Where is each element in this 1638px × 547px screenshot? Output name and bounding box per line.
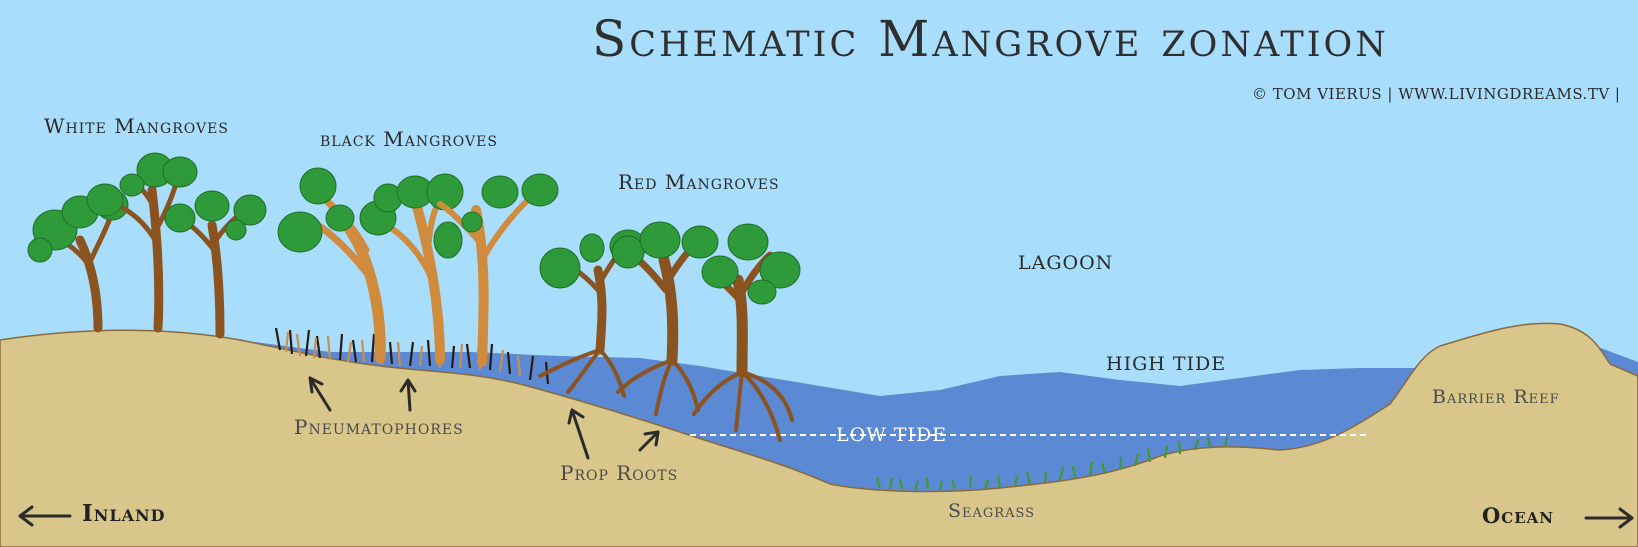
- red-mangrove-canopy: [611, 235, 645, 269]
- black-mangrove-branch: [479, 195, 533, 263]
- black-mangrove-canopy: [325, 204, 355, 232]
- white-mangrove-trunk: [207, 220, 225, 339]
- red-mangrove-canopy: [747, 279, 777, 305]
- label-low-tide: LOW TIDE: [836, 424, 948, 446]
- prop-root: [734, 370, 744, 432]
- black-mangrove-canopy: [461, 211, 483, 233]
- red-mangrove-canopy: [639, 221, 681, 259]
- label-red-mangroves: Red Mangroves: [618, 170, 780, 194]
- white-mangrove-canopy: [233, 194, 267, 226]
- label-seagrass: Seagrass: [948, 500, 1036, 522]
- white-mangrove-canopy: [194, 190, 230, 222]
- label-white-mangroves: White Mangroves: [44, 114, 229, 138]
- seagrass-bed: [875, 436, 1229, 491]
- label-prop-roots: Prop Roots: [560, 461, 679, 485]
- prop-root: [740, 370, 782, 442]
- label-lagoon: LAGOON: [1018, 252, 1114, 274]
- red-mangrove-canopy: [701, 255, 739, 289]
- white-mangrove-canopy: [27, 237, 53, 263]
- black-mangrove-canopy: [481, 175, 519, 209]
- prop-root: [616, 358, 674, 394]
- pneumatophores-arrow-left: [308, 376, 332, 412]
- credit-line: © TOM VIERUS | WWW.LIVINGDREAMS.TV |: [1252, 85, 1621, 103]
- label-pneumatophores: Pneumatophores: [294, 415, 464, 439]
- red-mangrove-canopy: [681, 225, 719, 259]
- black-mangrove-trunk: [344, 224, 386, 364]
- ground: [0, 322, 1638, 547]
- prop-root: [692, 370, 744, 416]
- white-mangrove-canopy: [225, 219, 247, 241]
- prop-root: [538, 348, 602, 378]
- prop-roots-arrow-left: [567, 408, 590, 460]
- page-title: Schematic Mangrove zonation: [592, 10, 1389, 68]
- prop-root: [740, 370, 794, 422]
- red-mangrove-trunk: [593, 265, 607, 355]
- pneumatophores-arrow-right: [399, 378, 417, 412]
- ocean-arrow: [1584, 507, 1634, 529]
- label-ocean: Ocean: [1482, 503, 1555, 528]
- red-mangrove-canopy: [539, 247, 581, 289]
- prop-root: [670, 358, 700, 412]
- black-mangrove-canopy: [277, 211, 323, 253]
- black-mangrove-canopy: [433, 221, 463, 259]
- red-mangrove-trunk: [732, 274, 748, 378]
- red-mangrove-canopy: [579, 233, 605, 263]
- red-mangrove-trunk: [658, 254, 679, 366]
- tree-group: [27, 152, 801, 442]
- prop-root: [566, 348, 602, 394]
- prop-roots-arrow-right: [638, 430, 660, 452]
- label-inland: Inland: [82, 500, 166, 527]
- white-mangrove-canopy: [164, 203, 196, 233]
- black-mangrove-branch: [437, 201, 481, 243]
- black-mangrove-canopy: [299, 167, 337, 205]
- label-black-mangroves: black Mangroves: [320, 127, 498, 151]
- inland-arrow: [18, 505, 72, 527]
- prop-root: [654, 358, 674, 416]
- white-mangrove-canopy: [119, 173, 145, 197]
- label-high-tide: HIGH TIDE: [1106, 353, 1227, 375]
- white-mangrove-canopy: [162, 156, 198, 188]
- black-mangrove-canopy: [521, 173, 559, 207]
- red-mangrove-canopy: [727, 223, 769, 261]
- annotation-arrows: [18, 376, 1634, 529]
- red-mangrove-canopy: [759, 251, 801, 289]
- white-mangrove-trunk: [75, 235, 103, 333]
- white-mangrove-canopy: [86, 183, 124, 217]
- label-barrier-reef: Barrier Reef: [1432, 386, 1560, 408]
- prop-root: [598, 348, 626, 398]
